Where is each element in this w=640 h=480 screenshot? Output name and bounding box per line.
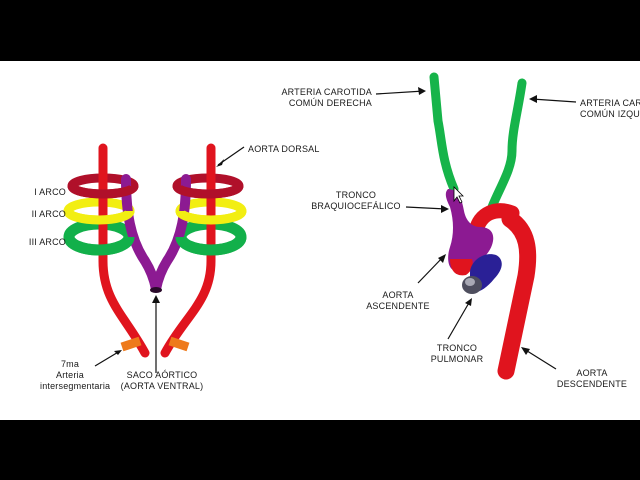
label-aortic-sac-line-1: SACO AÓRTICO [126,370,198,380]
label-arch-1-text: I ARCO [34,187,66,197]
adult-vessels-diagram [375,72,577,380]
descending-aorta [497,210,537,380]
arrowhead-aortic-sac [152,295,160,303]
ascending-aorta-base [450,259,473,276]
arrow-intersegmental [94,350,121,367]
intersegmental-artery-left [120,336,142,352]
label-intersegmental-line-1: 7ma [60,359,80,369]
label-right-carotid-line-2: COMÚN DERECHA [288,98,372,108]
label-dorsal-aorta-text: AORTA DORSAL [248,144,320,154]
label-right-carotid: ARTERIA CAROTIDA COMÚN DERECHA [270,87,372,109]
arrow-descending-aorta [523,348,557,370]
label-arch-1: I ARCO [14,187,66,198]
label-ascending-aorta: AORTA ASCENDENTE [362,290,434,312]
arrowhead-dorsal-aorta [216,159,224,167]
arrowhead-left-carotid [529,95,537,103]
arrow-ascending-aorta [417,255,445,284]
label-intersegmental: 7ma Arteria intersegmentaria [40,359,111,392]
label-intersegmental-line-2: Arteria [56,370,84,380]
label-left-carotid: ARTERIA CAR COMÚN IZQU [580,98,640,120]
label-pulmonary-trunk-line-1: TRONCO [436,343,478,353]
label-brachiocephalic-line-2: BRAQUIOCEFÁLICO [311,201,401,211]
pulmonary-trunk-shine [465,278,475,286]
arch-3-front [63,236,135,256]
arch-2-front-right [175,209,247,225]
right-common-carotid [429,72,459,194]
label-intersegmental-line-3: intersegmentaria [40,381,111,391]
label-left-carotid-line-2: COMÚN IZQU [580,109,640,119]
label-arch-3-text: III ARCO [28,237,66,247]
intersegmental-artery-right [168,336,190,352]
arch-1-front [67,184,139,199]
aortic-sac [121,174,191,291]
label-descending-aorta-line-2: DESCENDENTE [556,379,628,389]
arrow-right-carotid [375,90,425,95]
mouse-cursor-icon [453,186,464,204]
label-right-carotid-line-1: ARTERIA CAROTIDA [281,87,372,97]
arch-1-front-right [172,184,244,199]
brachiocephalic-trunk [445,189,494,272]
aortic-sac-opening [150,287,162,293]
label-aortic-sac-line-2: (AORTA VENTRAL) [120,381,204,391]
slide-canvas: I ARCO II ARCO III ARCO AORTA DORSAL 7ma… [0,61,640,420]
arrow-left-carotid [531,98,577,103]
embryonic-arches-diagram [63,143,247,373]
label-left-carotid-line-1: ARTERIA CAR [580,98,640,108]
arch-2-front [63,209,135,225]
label-arch-3: III ARCO [14,237,66,248]
arrowhead-brachiocephalic [441,205,449,213]
arrow-pulmonary-trunk [447,300,471,340]
label-descending-aorta-line-1: AORTA [576,368,608,378]
left-common-carotid [487,78,527,212]
label-brachiocephalic: TRONCO BRAQUIOCEFÁLICO [308,190,404,212]
label-ascending-aorta-line-1: AORTA [382,290,414,300]
label-arch-2-text: II ARCO [31,209,66,219]
arrowhead-right-carotid [418,87,426,95]
label-aortic-sac: SACO AÓRTICO (AORTA VENTRAL) [114,370,210,392]
aortic-arch-diagram [63,72,577,380]
label-pulmonary-trunk: TRONCO PULMONAR [422,343,492,365]
arrowhead-descending-aorta [521,347,530,355]
label-dorsal-aorta: AORTA DORSAL [248,144,320,155]
label-arch-2: II ARCO [14,209,66,220]
arrowhead-pulmonary-trunk [465,298,472,306]
arch-3-front-right [175,236,247,256]
arrowhead-intersegmental [114,350,122,355]
arrowhead-ascending-aorta [438,254,446,263]
label-ascending-aorta-line-2: ASCENDENTE [366,301,430,311]
label-descending-aorta: AORTA DESCENDENTE [550,368,634,390]
label-pulmonary-trunk-line-2: PULMONAR [430,354,484,364]
arrow-brachiocephalic [405,206,447,210]
label-brachiocephalic-line-1: TRONCO [335,190,377,200]
